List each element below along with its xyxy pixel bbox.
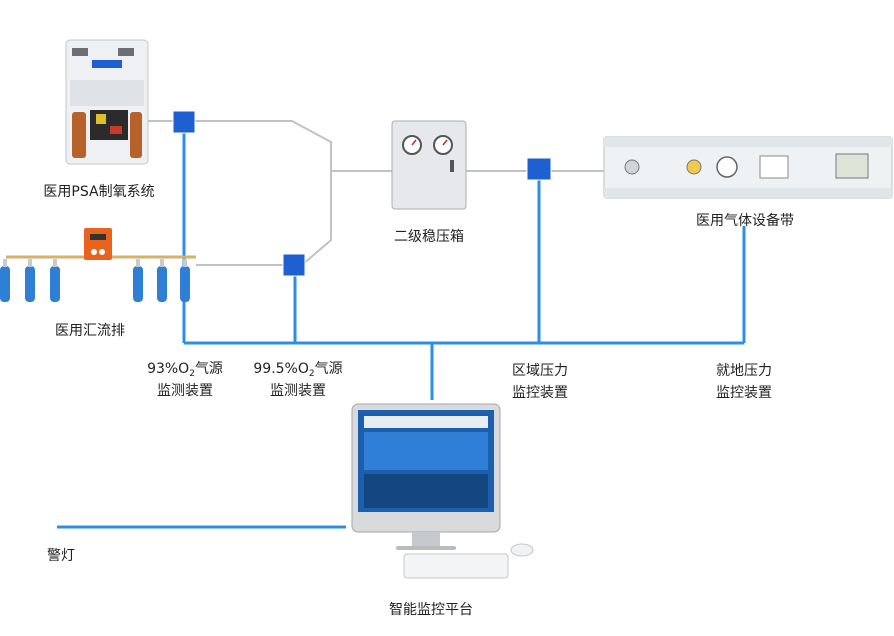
pipe-sources-merge [148,120,332,266]
monitor-93-line2: 监测装置 [157,383,213,399]
monitor-image [351,403,534,579]
sensor-node-zone [526,157,552,181]
gas-panel-image [603,136,893,199]
alarm-light-label: 警灯 [47,548,75,564]
local-pressure-line1: 就地压力 [716,363,772,379]
local-pressure-label: 就地压力 监控装置 [694,360,794,404]
monitor-995-line2: 监测装置 [270,383,326,399]
regulator-box-label: 二级稳压箱 [394,229,464,245]
zone-pressure-line2: 监控装置 [512,385,568,401]
sensor-node-93 [172,110,196,134]
psa-system-label: 医用PSA制氧系统 [43,184,155,200]
monitor-93-line1: 93%O2气源 [147,361,223,379]
zone-pressure-label: 区域压力 监控装置 [490,360,590,404]
monitor-995-line1: 99.5%O2气源 [253,361,343,379]
platform-label: 智能监控平台 [389,602,473,618]
zone-pressure-line1: 区域压力 [512,363,568,379]
local-pressure-line2: 监控装置 [716,385,772,401]
psa-generator-image [65,39,149,165]
monitor-995-label: 99.5%O2气源 监测装置 [240,358,356,402]
manifold-image [0,228,196,302]
manifold-label: 医用汇流排 [55,323,125,339]
monitor-93-label: 93%O2气源 监测装置 [130,358,240,402]
gas-panel-label: 医用气体设备带 [696,213,794,229]
regulator-box-image [391,120,467,210]
signal-lines [57,130,746,529]
sensor-node-995 [282,253,306,277]
